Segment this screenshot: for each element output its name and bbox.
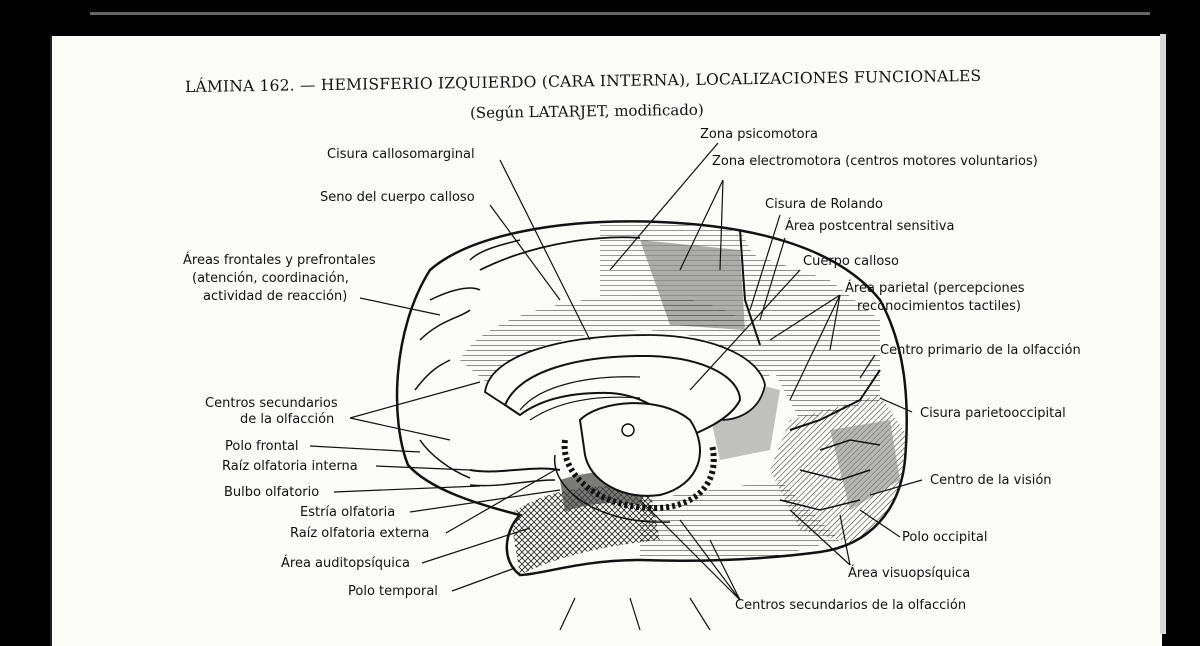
label-estria-olfatoria: Estría olfatoria [300, 505, 396, 520]
label-polo-frontal: Polo frontal [225, 439, 299, 454]
label-seno-cuerpo-calloso: Seno del cuerpo calloso [320, 190, 475, 205]
label-zona-electromotora: Zona electromotora (centros motores volu… [712, 154, 1038, 169]
label-cisura-parietooccipital: Cisura parietooccipital [920, 406, 1066, 421]
label-area-auditopsiquica: Área auditopsíquica [281, 556, 411, 571]
label-centros-secundarios: Centros secundarios [205, 396, 338, 411]
plate-subtitle: (Según LATARJET, modificado) [469, 100, 704, 122]
label-centro-vision: Centro de la visión [930, 473, 1052, 488]
brain-diagram [309, 142, 923, 630]
label-area-visuopsiquica: Área visuopsíquica [848, 566, 971, 581]
label-raiz-olfatoria-interna: Raíz olfatoria interna [222, 459, 358, 474]
label-bulbo-olfatorio: Bulbo olfatorio [224, 485, 320, 500]
label-area-parietal: Área parietal (percepciones [845, 281, 1025, 296]
label-zona-psicomotora: Zona psicomotora [700, 127, 818, 142]
label-area-parietal-2: reconocimientos tactiles) [857, 299, 1021, 314]
label-cisura-callosomarginal: Cisura callosomarginal [327, 147, 475, 162]
label-polo-temporal: Polo temporal [348, 584, 438, 599]
label-centros-secundarios-2: de la olfacción [240, 412, 335, 427]
label-cisura-rolando: Cisura de Rolando [765, 197, 883, 212]
label-areas-frontales-2: (atención, coordinación, [192, 271, 349, 286]
label-area-postcentral: Área postcentral sensitiva [785, 219, 955, 234]
label-areas-frontales: Áreas frontales y prefrontales [183, 253, 376, 268]
page-top-edge [90, 12, 1150, 15]
label-areas-frontales-3: actividad de reacción) [203, 289, 348, 304]
page-right-edge [1160, 34, 1166, 634]
label-cuerpo-calloso: Cuerpo calloso [803, 254, 900, 269]
label-centros-secundarios-olfaccion-bottom: Centros secundarios de la olfacción [735, 598, 967, 613]
label-centro-primario-olfaccion: Centro primario de la olfacción [880, 343, 1081, 358]
label-raiz-olfatoria-externa: Raíz olfatoria externa [290, 526, 430, 541]
label-polo-occipital: Polo occipital [902, 530, 988, 545]
